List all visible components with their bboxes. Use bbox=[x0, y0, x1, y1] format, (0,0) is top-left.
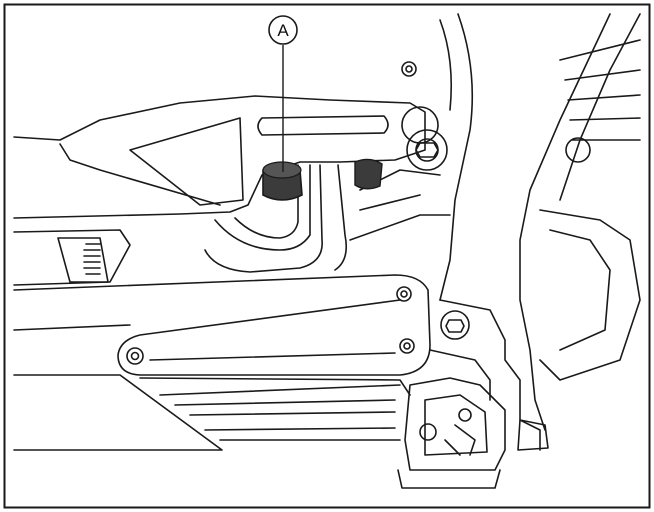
step-bolt-2 bbox=[419, 423, 437, 441]
figure-frame bbox=[3, 3, 651, 509]
drain-bolt bbox=[262, 161, 303, 201]
swingarm-lower-edge bbox=[13, 324, 131, 331]
swingarm-screw-bottom-center bbox=[403, 342, 411, 350]
slot-cutout bbox=[257, 115, 389, 136]
swingarm-screw-top bbox=[396, 286, 412, 302]
step-plate bbox=[397, 469, 501, 489]
left-side-cover bbox=[13, 229, 131, 286]
exhaust-pipe-left-inner bbox=[234, 164, 299, 239]
swingarm-upper-edge bbox=[13, 274, 431, 376]
dark-fitting bbox=[354, 158, 383, 190]
swingarm-screw-left bbox=[126, 347, 144, 365]
level-gauge bbox=[57, 237, 109, 283]
pivot-washer bbox=[406, 129, 448, 171]
triangular-cutout bbox=[129, 117, 244, 206]
swingarm-screw-bottom bbox=[399, 338, 415, 354]
pivot-bolt-hex bbox=[415, 142, 439, 158]
hex-socket-bolt bbox=[440, 310, 470, 340]
step-bolt-1 bbox=[458, 408, 472, 422]
heat-shield-lines bbox=[159, 384, 401, 441]
exhaust-pipe-left bbox=[214, 164, 311, 251]
step-bracket-inner bbox=[424, 394, 488, 456]
swingarm-inner bbox=[149, 352, 396, 361]
upper-arm-plate bbox=[13, 95, 426, 219]
pivot-seat bbox=[401, 106, 439, 144]
shock-mount bbox=[565, 137, 591, 163]
callout-circle bbox=[268, 15, 298, 45]
main-frame-curve bbox=[439, 13, 474, 301]
top-screw-center bbox=[405, 65, 413, 73]
step-detail bbox=[444, 424, 476, 456]
main-frame-curve-inner bbox=[439, 19, 453, 111]
top-screw bbox=[401, 61, 417, 77]
lower-frame-inner bbox=[429, 349, 491, 401]
lower-rail bbox=[139, 377, 411, 396]
level-gauge-marks bbox=[83, 243, 101, 275]
lower-frame bbox=[439, 299, 541, 451]
exhaust-pipe-right bbox=[204, 164, 323, 273]
right-foot bbox=[517, 419, 549, 451]
shock-body bbox=[559, 39, 641, 141]
heat-shield bbox=[13, 374, 223, 451]
swingarm-screw-left-center bbox=[130, 351, 140, 361]
right-bracket bbox=[539, 209, 641, 381]
right-rear-frame bbox=[519, 13, 611, 431]
right-bracket-inner bbox=[549, 229, 611, 351]
step-bracket bbox=[404, 377, 506, 471]
swingarm-screw-top-center bbox=[400, 290, 408, 298]
upper-arm-plate-inner bbox=[59, 143, 221, 206]
right-rear-frame-edge bbox=[559, 13, 641, 201]
callout-label-a: A bbox=[277, 21, 289, 40]
hex-socket bbox=[445, 319, 465, 333]
exhaust-pipe-right-2 bbox=[334, 164, 348, 271]
